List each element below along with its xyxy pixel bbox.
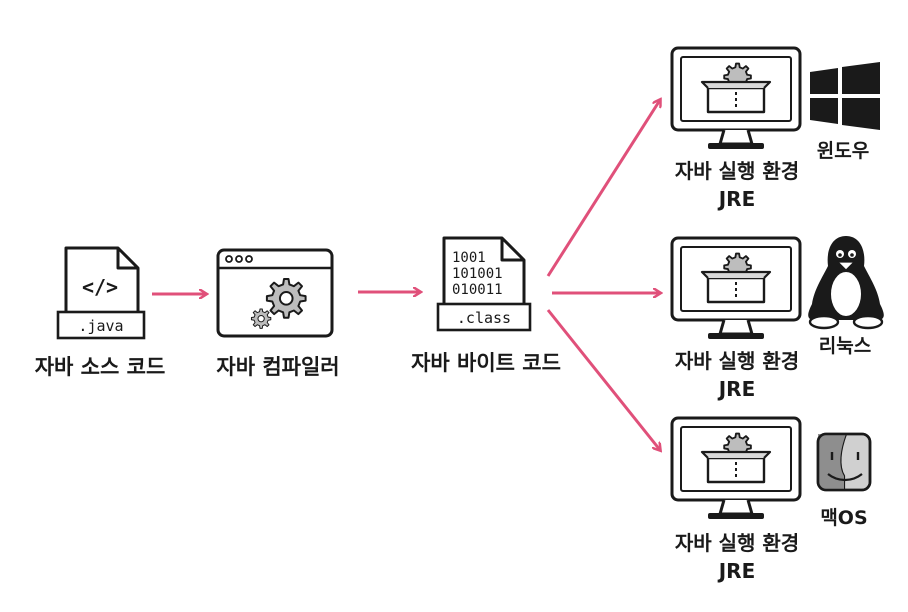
bytecode-file-ext: .class [457,309,511,327]
jre-monitor-icon-windows [670,46,802,151]
code-file-icon: </> [56,246,146,340]
binary-line-3: 010011 [452,282,503,298]
jre-windows-label-line1: 자바 실행 환경 [675,159,799,183]
binary-file-icon [436,236,532,332]
jre-monitor-icon-linux [670,236,802,341]
jre-mac-label-line2: JRE [717,559,756,583]
binary-line-2: 101001 [452,266,503,282]
windows-logo-icon [810,62,880,130]
flow-arrows [152,100,660,450]
source-file-ext: .java [78,317,123,335]
os-label-mac: 맥OS [820,507,867,529]
compiler-label: 자바 컴파일러 [216,355,339,379]
os-label-windows: 윈도우 [817,140,869,162]
binary-line-1: 1001 [452,250,486,266]
os-label-linux: 리눅스 [819,335,871,357]
bytecode-label: 자바 바이트 코드 [411,351,561,375]
linux-penguin-icon [808,236,884,330]
jre-linux-label-line1: 자바 실행 환경 [675,349,799,373]
jre-monitor-icon-mac [670,416,802,521]
arrow-bytecode-to-windows [546,100,660,277]
gear-window-icon [216,248,334,338]
jre-linux-label-line2: JRE [717,377,756,401]
jre-mac-label-line1: 자바 실행 환경 [675,531,799,555]
arrow-bytecode-to-mac [546,309,660,450]
jre-windows-label-line2: JRE [717,187,756,211]
svg-text:</>: </> [82,275,118,299]
source-label: 자바 소스 코드 [35,355,166,379]
mac-finder-icon [816,432,872,492]
